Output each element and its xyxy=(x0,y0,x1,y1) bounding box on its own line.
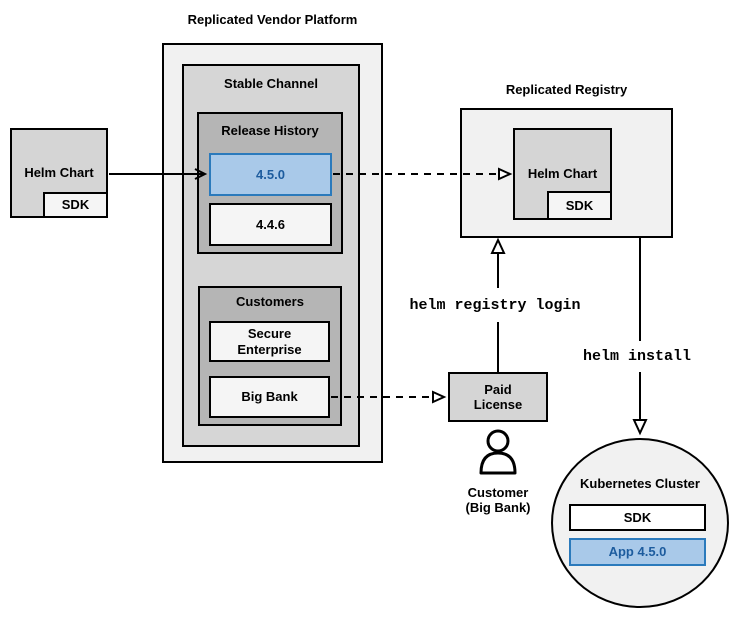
arrowhead-hollow-icon xyxy=(490,237,506,254)
customers-label: Customers xyxy=(236,294,304,309)
cluster-app-box: App 4.5.0 xyxy=(569,538,706,566)
release-4-4-6-box: 4.4.6 xyxy=(209,203,332,246)
customer-big-bank-box: Big Bank xyxy=(209,376,330,418)
kubernetes-cluster-title: Kubernetes Cluster xyxy=(580,476,700,491)
customer-caption: Customer (Big Bank) xyxy=(465,485,531,516)
helm-install-label: helm install xyxy=(582,348,692,365)
release-history-label: Release History xyxy=(221,123,319,138)
vendor-sdk-box: SDK xyxy=(43,192,108,218)
customer-secure-enterprise-box: Secure Enterprise xyxy=(209,321,330,362)
stable-channel-label: Stable Channel xyxy=(224,76,318,91)
arrowhead-hollow-icon xyxy=(632,419,648,436)
arrowhead-hollow-icon xyxy=(432,390,447,404)
helm-registry-login-label: helm registry login xyxy=(409,297,581,314)
registry-title: Replicated Registry xyxy=(505,82,628,97)
arrow-registry-to-cluster xyxy=(632,238,648,436)
cluster-sdk-box: SDK xyxy=(569,504,706,531)
release-4-5-0-box: 4.5.0 xyxy=(209,153,332,196)
paid-license-box: Paid License xyxy=(448,372,548,422)
person-icon xyxy=(479,429,517,475)
vendor-platform-title: Replicated Vendor Platform xyxy=(187,12,358,27)
registry-sdk-box: SDK xyxy=(547,191,612,220)
